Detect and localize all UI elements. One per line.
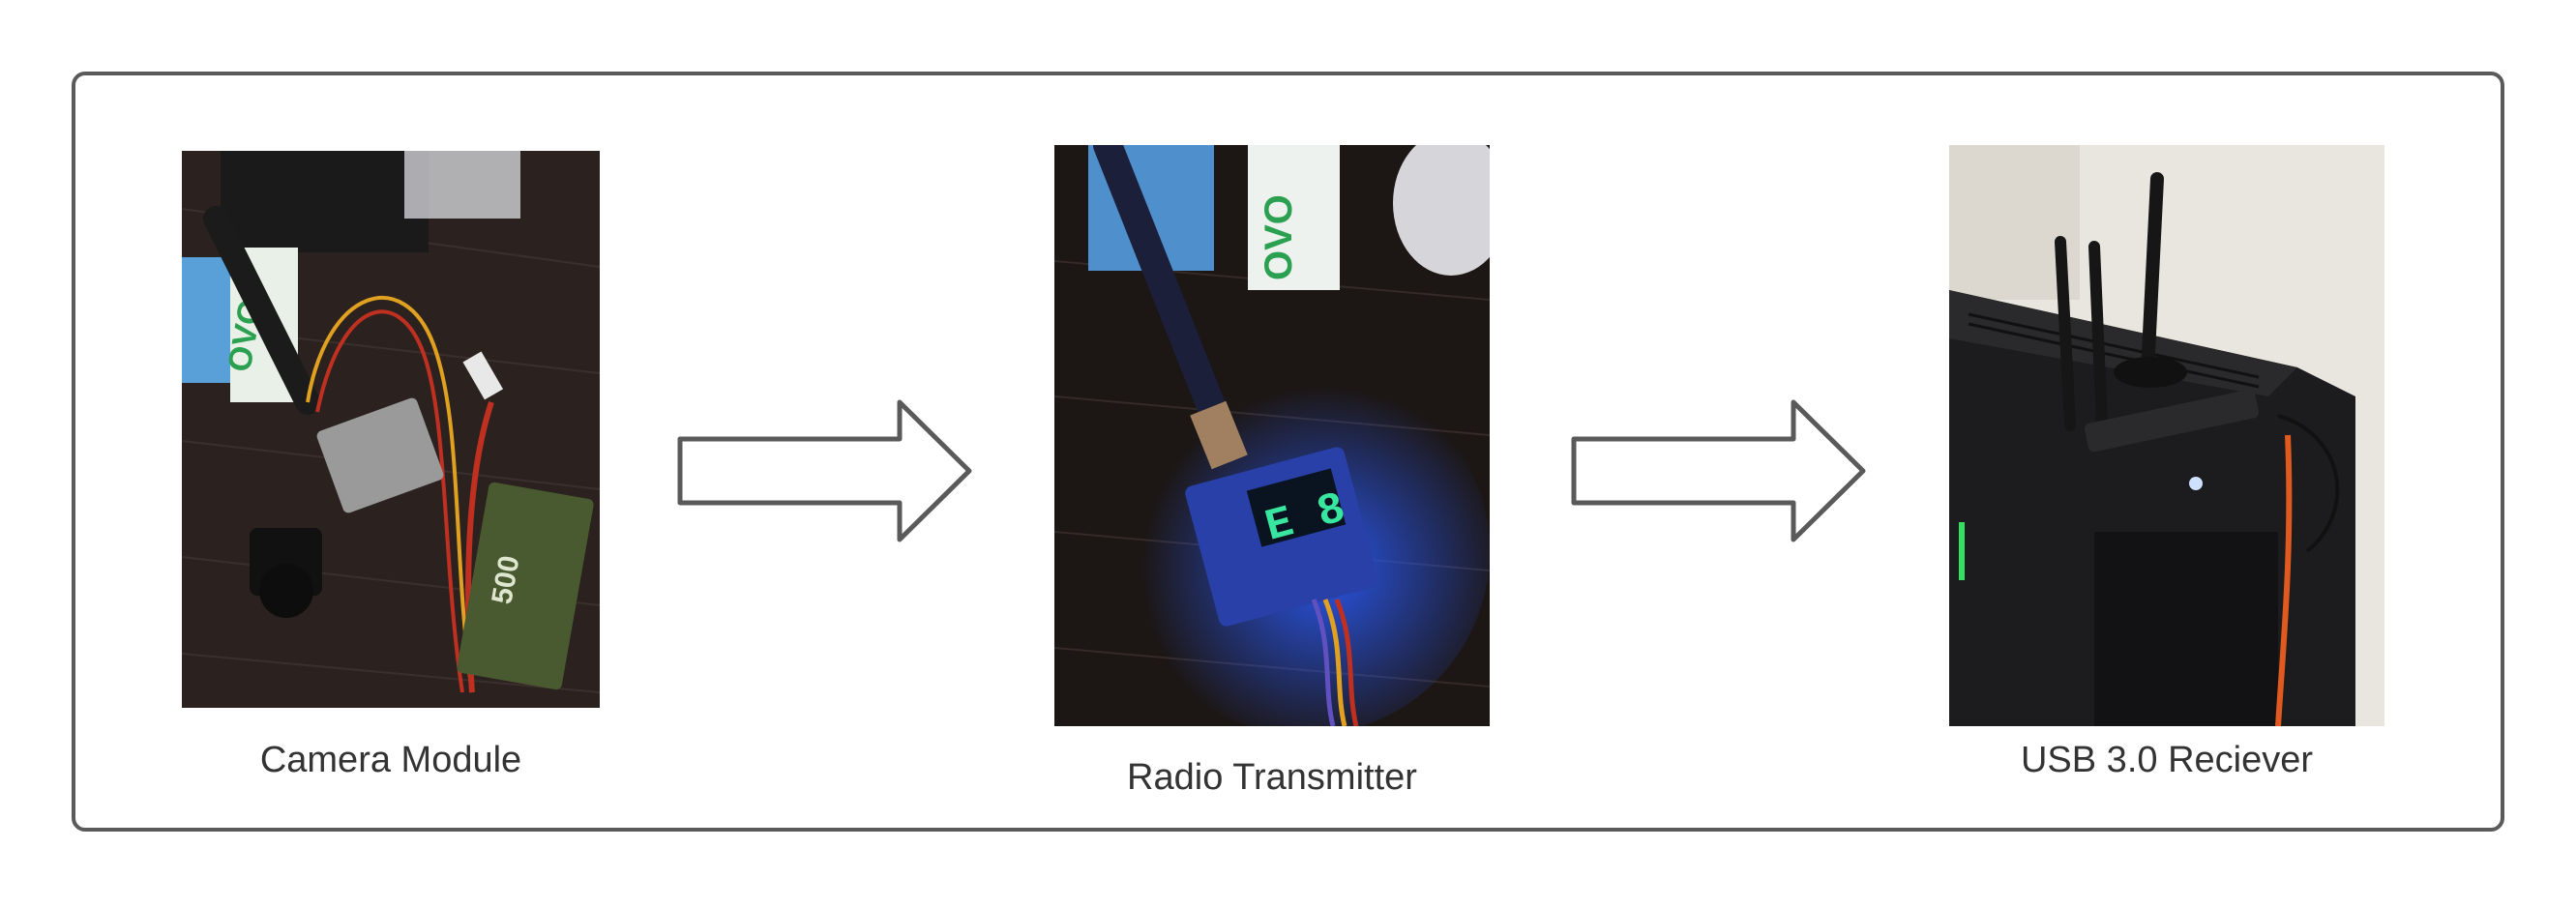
usb-receiver-caption: USB 3.0 Reciever — [2020, 740, 2314, 780]
right-arrow-icon — [1571, 399, 1866, 542]
camera-module-photo: OVO 500 — [182, 151, 600, 708]
right-arrow-icon — [677, 399, 972, 542]
camera-module-caption: Camera Module — [259, 740, 522, 780]
radio-transmitter-photo: OVO E 8 — [1054, 145, 1490, 726]
diagram-frame — [72, 72, 2504, 832]
radio-transmitter-caption: Radio Transmitter — [1127, 757, 1417, 798]
svg-text:OVO: OVO — [1258, 194, 1300, 280]
usb-receiver-photo — [1949, 145, 2384, 726]
